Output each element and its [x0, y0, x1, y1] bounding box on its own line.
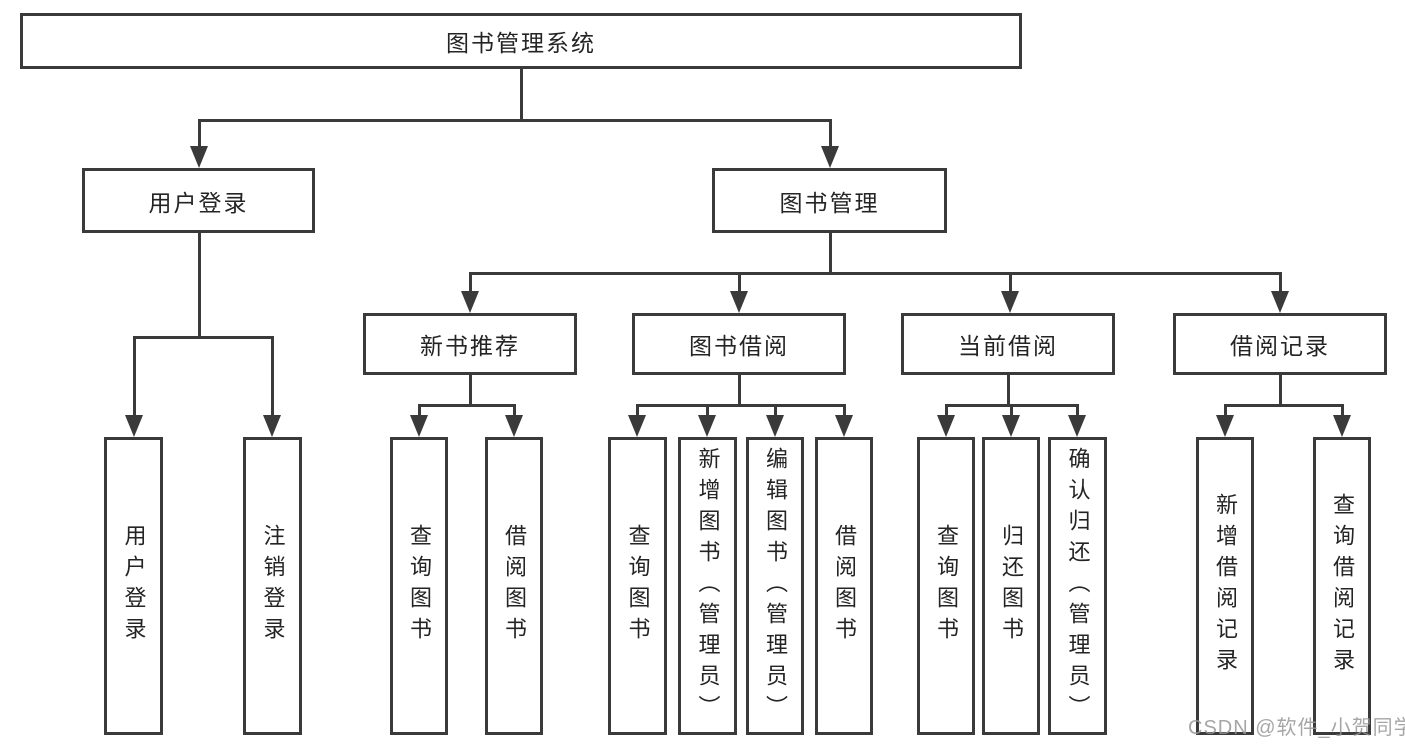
leaf-logout: 注销登录 — [243, 437, 302, 735]
connector-arrowhead — [698, 415, 716, 437]
node-current-borrow: 当前借阅 — [901, 313, 1115, 375]
connector-arrowhead — [766, 415, 784, 437]
connector-line — [738, 375, 741, 406]
leaf-bb-edit-books-admin: 编辑图书（管理员） — [746, 437, 804, 735]
connector-line — [469, 272, 472, 293]
connector-line — [1341, 404, 1344, 417]
connector-line — [418, 404, 421, 417]
connector-arrowhead — [263, 415, 281, 437]
connector-arrowhead — [1271, 291, 1289, 313]
connector-arrowhead — [190, 146, 208, 168]
leaf-nb-query-books: 查询图书 — [390, 437, 448, 735]
leaf-br-query-record: 查询借阅记录 — [1313, 437, 1371, 735]
leaf-nb-borrow-books: 借阅图书 — [485, 437, 543, 735]
connector-arrowhead — [125, 415, 143, 437]
connector-arrowhead — [1216, 415, 1234, 437]
leaf-cb-query-books: 查询图书 — [917, 437, 975, 735]
connector-line — [198, 233, 201, 339]
leaf-user-login: 用户登录 — [104, 437, 163, 735]
connector-line — [1224, 404, 1227, 417]
connector-arrowhead — [821, 146, 839, 168]
connector-arrowhead — [410, 415, 428, 437]
node-book-management: 图书管理 — [712, 168, 947, 233]
connector-line — [774, 404, 777, 417]
connector-line — [738, 272, 741, 293]
connector-line — [1279, 375, 1282, 406]
connector-line — [198, 119, 201, 148]
connector-arrowhead — [1333, 415, 1351, 437]
connector-arrowhead — [1001, 291, 1019, 313]
connector-line — [418, 404, 516, 407]
leaf-bb-add-books-admin: 新增图书（管理员） — [678, 437, 737, 735]
csdn-watermark: CSDN @软件_小贺同学 — [1188, 717, 1405, 739]
connector-line — [469, 272, 1282, 275]
connector-arrowhead — [1002, 415, 1020, 437]
connector-line — [1224, 404, 1344, 407]
connector-arrowhead — [730, 291, 748, 313]
connector-line — [520, 69, 523, 121]
node-book-borrow: 图书借阅 — [632, 313, 846, 375]
connector-arrowhead — [835, 415, 853, 437]
connector-arrowhead — [628, 415, 646, 437]
connector-arrowhead — [461, 291, 479, 313]
connector-line — [843, 404, 846, 417]
node-borrow-records: 借阅记录 — [1173, 313, 1387, 375]
node-root: 图书管理系统 — [20, 13, 1022, 69]
connector-line — [1076, 404, 1079, 417]
connector-arrowhead — [937, 415, 955, 437]
leaf-br-add-record: 新增借阅记录 — [1196, 437, 1254, 735]
leaf-bb-borrow-books: 借阅图书 — [815, 437, 873, 735]
leaf-bb-query-books: 查询图书 — [608, 437, 667, 735]
connector-line — [945, 404, 948, 417]
connector-line — [513, 404, 516, 417]
connector-line — [636, 404, 639, 417]
connector-line — [1009, 272, 1012, 293]
connector-arrowhead — [505, 415, 523, 437]
connector-line — [469, 375, 472, 406]
node-new-book-recommend: 新书推荐 — [363, 313, 577, 375]
connector-arrowhead — [1068, 415, 1086, 437]
leaf-cb-return-books: 归还图书 — [982, 437, 1040, 735]
connector-line — [636, 404, 846, 407]
connector-line — [133, 336, 136, 417]
connector-line — [1010, 404, 1013, 417]
connector-line — [1279, 272, 1282, 293]
connector-line — [706, 404, 709, 417]
connector-line — [271, 336, 274, 417]
connector-line — [198, 119, 832, 122]
connector-line — [829, 119, 832, 148]
connector-line — [829, 233, 832, 274]
node-user-login: 用户登录 — [82, 168, 315, 233]
leaf-cb-confirm-return-admin: 确认归还（管理员） — [1048, 437, 1107, 735]
connector-line — [1007, 375, 1010, 406]
connector-line — [133, 336, 274, 339]
